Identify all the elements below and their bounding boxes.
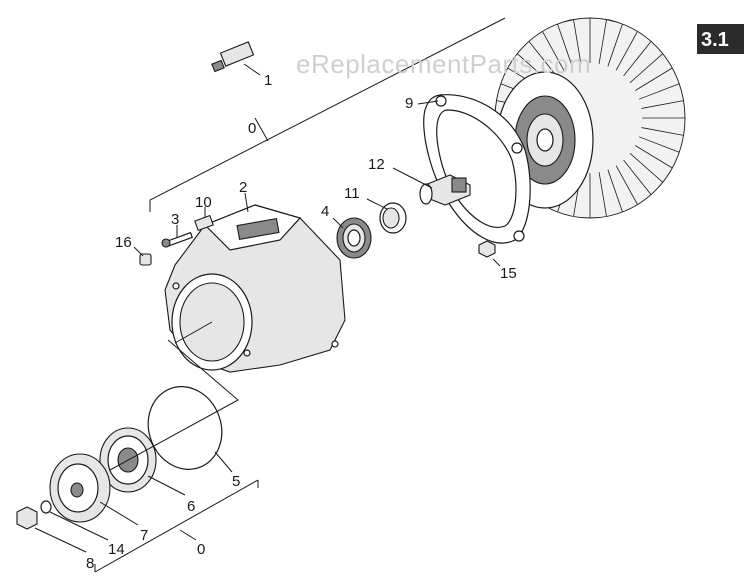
cover-part [49, 453, 111, 523]
cooling-fin [542, 31, 565, 71]
callout-7: 7 [140, 527, 148, 544]
drain-plug-part [16, 506, 38, 530]
callout-1: 1 [264, 72, 272, 89]
watermark-text: eReplacementParts.com [296, 49, 591, 79]
screw-part [161, 231, 194, 248]
nut-part [478, 240, 496, 258]
cooling-fin [528, 41, 557, 77]
cooling-fin [623, 41, 652, 77]
leader-lines [34, 17, 506, 573]
o-ring [147, 386, 223, 470]
section-badge: 3.1 [697, 24, 744, 54]
callout-5: 5 [232, 473, 240, 490]
callout-4: 4 [321, 203, 329, 220]
callout-9: 9 [405, 95, 413, 112]
callout-12: 12 [368, 156, 385, 173]
cooling-fin [598, 19, 607, 64]
cooling-fin [615, 165, 638, 205]
seal-ring [336, 217, 372, 259]
callout-15: 15 [500, 265, 517, 282]
cooling-fin [641, 127, 684, 136]
cooling-fin [638, 83, 680, 100]
cooling-fin [615, 31, 638, 71]
cooling-fin [607, 23, 623, 67]
cooling-fin [629, 153, 664, 183]
cooling-fin [623, 159, 652, 195]
cooling-fin [638, 136, 680, 153]
callout-16: 16 [115, 234, 132, 251]
callout-6: 6 [187, 498, 195, 515]
callout-0-lower: 0 [197, 541, 205, 558]
cooling-fin [641, 100, 684, 109]
grease-tube [211, 41, 255, 73]
cooling-fin [629, 53, 664, 83]
callout-3: 3 [171, 211, 179, 228]
callout-11: 11 [344, 185, 360, 202]
cooling-fin [557, 23, 573, 67]
washer-part [40, 500, 52, 514]
shaft-coupling [419, 174, 471, 206]
cooling-fin [607, 169, 623, 213]
callout-0-upper: 0 [248, 120, 256, 137]
section-badge-label: 3.1 [701, 29, 729, 51]
callout-2: 2 [239, 179, 247, 196]
motor-flange [423, 94, 531, 244]
callout-8: 8 [86, 555, 94, 572]
pump-housing [164, 204, 346, 373]
cooling-fin [635, 67, 673, 91]
callout-14: 14 [108, 541, 125, 558]
sleeve-part [194, 214, 214, 232]
cooling-fin [598, 172, 607, 217]
cooling-fin [573, 19, 582, 64]
plug-part [139, 253, 152, 266]
callout-10: 10 [195, 194, 212, 211]
ring-part [379, 202, 407, 234]
cooling-fin [635, 145, 673, 169]
